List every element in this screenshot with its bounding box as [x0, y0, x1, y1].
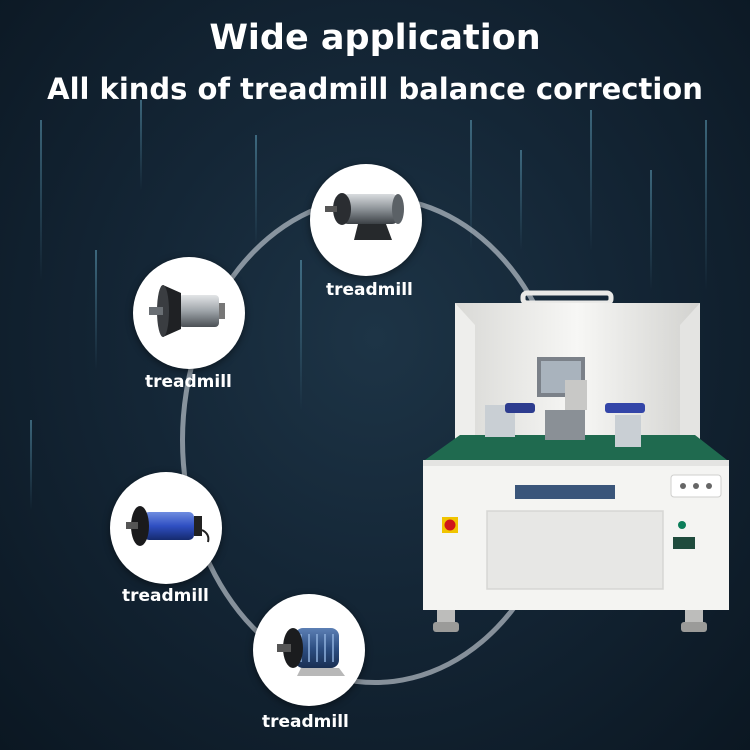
background-streak [650, 170, 652, 290]
background-streak [95, 250, 97, 370]
application-label-4: treadmill [262, 712, 349, 732]
balancing-machine-icon [423, 290, 729, 632]
page-title: Wide application [209, 18, 541, 58]
blue-motor-icon [126, 506, 210, 546]
blue-fan-motor-icon [277, 628, 345, 676]
background-streak [520, 150, 522, 250]
background-streak [470, 120, 472, 250]
motor-with-flange-icon [149, 285, 225, 337]
application-bubble-1 [310, 164, 422, 276]
motor-with-bracket-icon [325, 193, 404, 240]
background-streak [590, 110, 592, 250]
application-label-3: treadmill [122, 586, 209, 606]
page-subtitle: All kinds of treadmill balance correctio… [47, 72, 703, 106]
background-streak [30, 420, 32, 510]
background-streak [255, 135, 257, 245]
application-label-2: treadmill [145, 372, 232, 392]
application-bubble-2 [133, 257, 245, 369]
background-streak [140, 100, 142, 190]
application-label-1: treadmill [326, 280, 413, 300]
background-streak [40, 120, 42, 280]
application-bubble-4 [253, 594, 365, 706]
background-streak [705, 120, 707, 290]
application-bubble-3 [110, 472, 222, 584]
